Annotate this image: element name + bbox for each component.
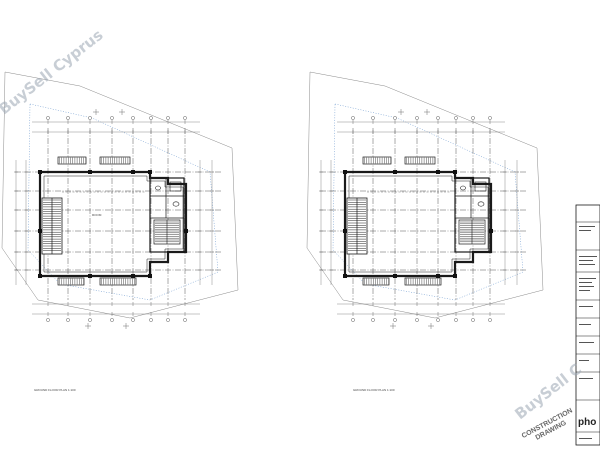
balcony-1	[404, 156, 436, 165]
plan-caption: GROUND FLOOR PLAN 1:100	[353, 388, 395, 392]
balcony-1	[99, 156, 131, 165]
column-8	[343, 229, 347, 233]
grid-bubble-top-3	[110, 116, 114, 120]
toilet-fixture	[172, 201, 180, 207]
grid-bubble-top-7	[183, 116, 187, 120]
floor-plan-2: GROUND FLOOR PLAN 1:100	[306, 71, 544, 392]
grid-bubble-top-5	[454, 116, 458, 120]
grid-bubble-bottom-1	[371, 318, 375, 322]
column-0	[38, 170, 42, 174]
column-3	[148, 170, 152, 174]
column-6	[436, 274, 440, 278]
column-6	[131, 274, 135, 278]
column-5	[393, 274, 397, 278]
balcony-3	[99, 277, 137, 286]
grid-bubble-top-7	[488, 116, 492, 120]
grid-bubble-bottom-2	[393, 318, 397, 322]
grid-bubble-top-4	[131, 116, 135, 120]
column-7	[148, 274, 152, 278]
grid-bubble-top-2	[88, 116, 92, 120]
setback-line	[332, 103, 524, 301]
watermark-bottom-right: BuySell C	[511, 360, 585, 423]
column-4	[343, 274, 347, 278]
toilet-fixture	[477, 201, 485, 207]
grid-bubble-top-4	[436, 116, 440, 120]
shower-fixture	[474, 181, 487, 192]
balcony-3	[404, 277, 442, 286]
column-4	[38, 274, 42, 278]
title-block: pho	[575, 204, 600, 446]
column-2	[131, 170, 135, 174]
column-9	[489, 229, 493, 233]
grid-bubble-bottom-2	[88, 318, 92, 322]
service-core	[149, 177, 185, 253]
grid-bubble-bottom-7	[183, 318, 187, 322]
grid-bubble-bottom-5	[454, 318, 458, 322]
shower-fixture	[169, 181, 182, 192]
setback-line	[27, 103, 219, 301]
plan-caption: GROUND FLOOR PLAN 1:100	[34, 388, 76, 392]
grid-bubble-top-3	[415, 116, 419, 120]
column-3	[453, 170, 457, 174]
column-1	[88, 170, 92, 174]
grid-bubble-top-5	[149, 116, 153, 120]
column-8	[38, 229, 42, 233]
grid-bubble-top-1	[66, 116, 70, 120]
watermark-top-left: BuySell Cyprus	[0, 26, 107, 118]
title-block-brand: pho	[578, 417, 596, 428]
interior-wall	[348, 175, 489, 273]
grid-bubble-bottom-4	[131, 318, 135, 322]
grid-bubble-top-1	[371, 116, 375, 120]
grid-bubble-bottom-6	[471, 318, 475, 322]
grid-bubble-bottom-0	[46, 318, 50, 322]
column-9	[184, 229, 188, 233]
column-2	[436, 170, 440, 174]
column-7	[453, 274, 457, 278]
interior-wall	[43, 175, 184, 273]
grid-bubble-bottom-4	[436, 318, 440, 322]
grid-bubble-top-0	[351, 116, 355, 120]
balcony-2	[362, 277, 390, 286]
column-1	[393, 170, 397, 174]
floor-plan-1: ROOM GROUND FLOOR PLAN 1:100	[1, 71, 239, 392]
grid-bubble-bottom-3	[415, 318, 419, 322]
grid-bubble-top-6	[471, 116, 475, 120]
column-5	[88, 274, 92, 278]
grid-bubble-bottom-1	[66, 318, 70, 322]
room-label: ROOM	[92, 213, 102, 217]
balcony-2	[57, 277, 85, 286]
service-core	[454, 177, 490, 253]
grid-bubble-top-0	[46, 116, 50, 120]
grid-bubble-bottom-0	[351, 318, 355, 322]
grid-bubble-bottom-7	[488, 318, 492, 322]
sink-fixture	[460, 185, 466, 191]
grid-bubble-bottom-5	[149, 318, 153, 322]
column-0	[343, 170, 347, 174]
grid-bubble-top-2	[393, 116, 397, 120]
grid-bubble-bottom-3	[110, 318, 114, 322]
sink-fixture	[155, 185, 161, 191]
grid-bubble-bottom-6	[166, 318, 170, 322]
grid-bubble-top-6	[166, 116, 170, 120]
